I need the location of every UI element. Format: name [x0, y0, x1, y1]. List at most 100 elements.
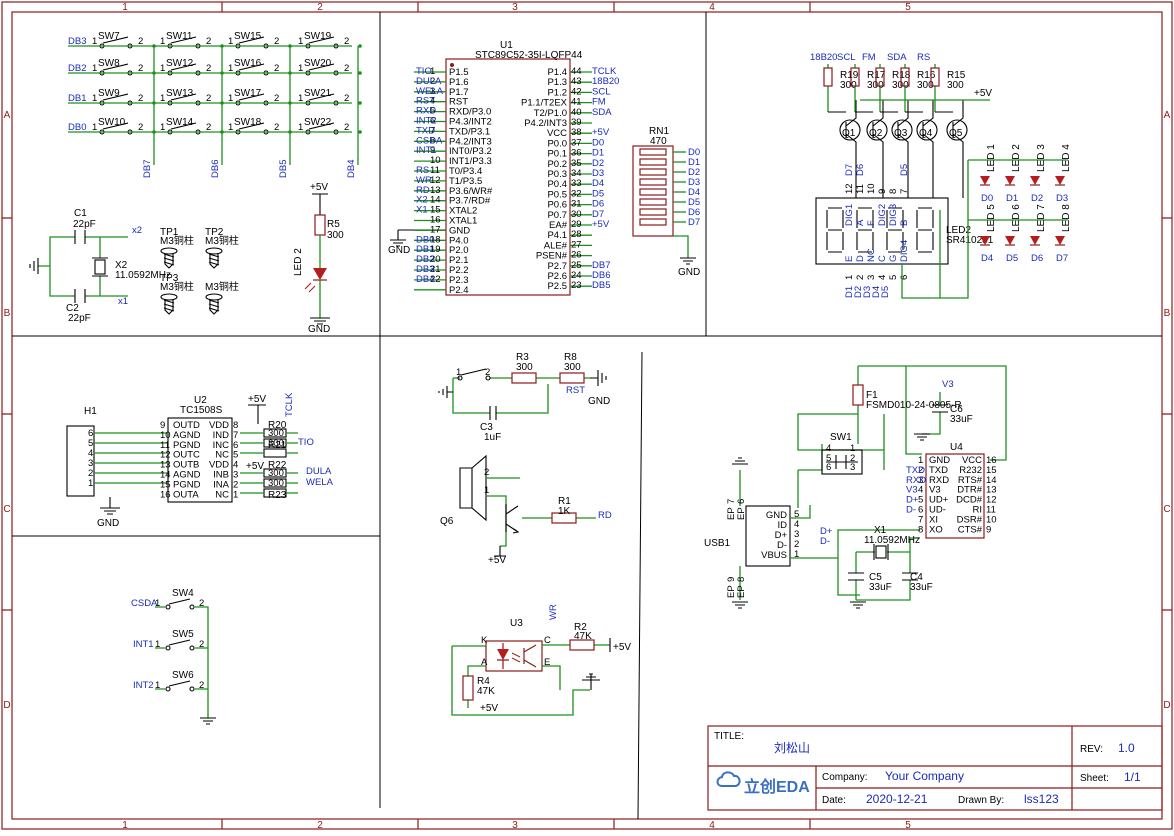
- usb1-pin-name: VBUS: [761, 550, 787, 561]
- mcu-right-pin-num: 31: [571, 199, 582, 210]
- mcu-right-pin-name: PSEN#: [536, 251, 568, 262]
- seg-bottom-pin-name: NC: [866, 248, 877, 262]
- c5-value: 33uF: [869, 582, 892, 593]
- keypad-switch-pin2: 2: [274, 36, 279, 47]
- mcu-right-pin-net: D2: [592, 158, 604, 169]
- grid-col-2-top: 2: [317, 2, 323, 13]
- r3-ref: R3: [516, 352, 529, 363]
- u4-right-pin-name: CTS#: [958, 524, 983, 535]
- led-power-ref: LED 2: [293, 248, 304, 276]
- drawn-by-label: Drawn By:: [958, 795, 1004, 806]
- mcu-right-pin-num: 38: [571, 127, 582, 138]
- mcu-right-pin-num: 24: [571, 270, 582, 281]
- mcu-left-pin-name: P4.3/INT2: [449, 117, 492, 128]
- r5-ref: R5: [327, 219, 340, 230]
- button-pin1: 1: [155, 680, 160, 691]
- keypad-switch-ref: SW16: [234, 58, 262, 69]
- header-h1-ref: H1: [84, 406, 97, 417]
- u2-ref: U2: [194, 395, 207, 406]
- x2-ref: X2: [115, 260, 128, 271]
- u2-left-pin-num: 13: [160, 460, 171, 471]
- u2-right-pin-num: 8: [233, 420, 238, 431]
- usb1-ep-label: EP: [736, 507, 747, 520]
- mcu-left-pin-name: XTAL2: [449, 206, 477, 217]
- u2-right-pin-num: 7: [233, 430, 238, 441]
- led-ref: LED 7: [1036, 204, 1047, 232]
- date-value: 2020-12-21: [866, 792, 928, 806]
- transistor-body-icon: [866, 119, 888, 141]
- mcu-right-pin-num: 39: [571, 117, 582, 128]
- mcu-right-pin-name: P1.3: [547, 77, 567, 88]
- mcu-right-pin-net: 18B20: [592, 76, 619, 87]
- keypad-switch-ref: SW19: [304, 31, 332, 42]
- u4-right-pin-name: DTR#: [957, 485, 983, 496]
- mcu-left-pin-num: 17: [430, 224, 441, 235]
- rn1-ref: RN1: [649, 126, 669, 137]
- transistor-ref: Q2: [869, 128, 883, 139]
- mcu-left-pin-net: WR: [416, 175, 432, 186]
- led-power-vcc: +5V: [310, 182, 328, 193]
- seven-seg-digit-icon: [886, 207, 904, 253]
- grid-col-4-top: 4: [709, 2, 715, 13]
- keypad-switch-pin2: 2: [274, 63, 279, 74]
- keypad-col-net: DB4: [346, 160, 357, 178]
- keypad-row-wires: [68, 45, 352, 133]
- grid-col-2-bottom: 2: [317, 820, 323, 831]
- mcu-left-pin-num: 15: [430, 205, 441, 216]
- sheet-value: 1/1: [1124, 770, 1141, 784]
- led-icon: [1030, 176, 1040, 185]
- usb-serial-section: F1 FSMD010-24-0805-R SW1 4 1 5 2 6 3 V3 …: [704, 365, 1007, 609]
- keypad-switch-ref: SW13: [166, 88, 194, 99]
- led-ref: LED 1: [986, 144, 997, 172]
- screw-icon: [160, 247, 178, 269]
- mcu-right-pin-num: 36: [571, 148, 582, 159]
- mcu-left-pin-net: DB1: [416, 244, 434, 255]
- rn1-element: [639, 198, 667, 206]
- u2-res-value: 300: [268, 468, 284, 479]
- grid-col-5-top: 5: [905, 2, 911, 13]
- mcu-right-pin-name: P0.1: [547, 149, 567, 160]
- mcu-right-pin-name: P2.6: [547, 271, 567, 282]
- mcu-right-pin-net: DB7: [592, 260, 610, 271]
- rn1-element: [639, 178, 667, 186]
- mcu-left-pin-num: 20: [430, 254, 441, 265]
- usb1-ep-pin-num: 8: [736, 577, 747, 582]
- u3-ref: U3: [510, 618, 523, 629]
- mcu-left-pin-num: 2: [430, 76, 435, 87]
- mcu-right-pin-name: P4.2/INT3: [524, 118, 567, 129]
- seven-seg-digit-icon: [856, 207, 874, 253]
- display-vcc: +5V: [974, 88, 992, 99]
- u4-left-pin-name: UD-: [929, 505, 946, 516]
- led-net: D0: [981, 193, 993, 204]
- u2-left-pin-num: 14: [160, 470, 171, 481]
- seg-top-pin-name: DIG1: [844, 204, 855, 226]
- keypad-switch-pin1: 1: [92, 93, 97, 104]
- r1-value: 1K: [558, 506, 571, 517]
- u4-right-pin-num: 13: [986, 485, 997, 496]
- opto-pin-a: A: [481, 657, 488, 668]
- mcu-right-pin-name: P1.4: [547, 67, 567, 78]
- mcu-right-pin-net: FM: [592, 97, 606, 108]
- junction-dot: [358, 44, 362, 48]
- u2-res-ref: R22: [268, 460, 287, 471]
- c1-ref: C1: [74, 208, 87, 219]
- u4-right-pin-name: RTS#: [958, 475, 983, 486]
- drawn-by-value: lss123: [1024, 792, 1059, 806]
- net-rd: RD: [598, 510, 612, 521]
- mcu-right-pin-net: D3: [592, 168, 604, 179]
- u4-left-pin-num: 1: [918, 455, 923, 466]
- mcu-left-pin-name: P2.2: [449, 265, 469, 276]
- u4-left-pin-name: GND: [929, 455, 950, 466]
- mcu-right-pin-name: P1.1/T2EX: [521, 98, 568, 109]
- rn1-net: D6: [688, 207, 700, 218]
- mcu-right-pin-name: P4.1: [547, 230, 567, 241]
- u2-vdd-net: +5V: [246, 461, 264, 472]
- mcu-left-pin-name: P3.7/RD#: [449, 196, 491, 207]
- u4-left-pin-num: 2: [918, 465, 923, 476]
- button-ref: SW4: [172, 588, 194, 599]
- net-usb-dplus: D+: [820, 526, 833, 537]
- u2-left-pin-name: PGND: [173, 479, 201, 490]
- keypad-switch-ref: SW15: [234, 31, 262, 42]
